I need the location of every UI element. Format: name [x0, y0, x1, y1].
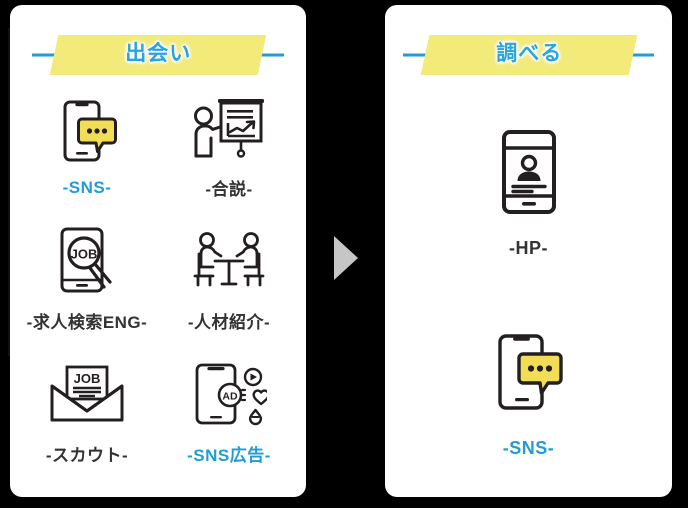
item-label: -人材紹介-: [187, 313, 271, 332]
card-header-shiraberu: 調べる: [385, 31, 672, 79]
item-label: -SNS-: [62, 177, 112, 197]
svg-text:JOB: JOB: [74, 371, 101, 386]
phone-chat-icon: [56, 94, 118, 168]
banner-title: 調べる: [495, 41, 562, 65]
item-label: -HP-: [509, 237, 548, 258]
banner-ribbon: 出会い: [49, 34, 267, 76]
item-gousetsu[interactable]: -合説-: [158, 79, 300, 212]
card-header-deai: 出会い: [10, 31, 306, 79]
item-label: -求人検索ENG-: [26, 313, 148, 332]
icon-grid-deai: -SNS-: [10, 79, 306, 478]
banner-ribbon: 調べる: [420, 34, 637, 76]
flow-arrow-right-icon: [334, 236, 358, 280]
item-label: -SNS広告-: [187, 446, 271, 465]
job-search-phone-icon: JOB: [54, 224, 120, 298]
item-kyujin-kensaku[interactable]: JOB -求人検索ENG-: [16, 212, 158, 345]
item-label: -合説-: [205, 180, 253, 199]
phone-ad-icon: AD: [191, 357, 267, 431]
item-sns[interactable]: -SNS-: [391, 291, 666, 491]
item-sns[interactable]: -SNS-: [16, 79, 158, 212]
item-sns-ad[interactable]: AD -SNS広告-: [158, 345, 300, 478]
svg-text:JOB: JOB: [71, 247, 98, 262]
item-label: -スカウト-: [45, 446, 129, 465]
interview-table-icon: [189, 224, 269, 298]
job-envelope-icon: JOB: [48, 357, 126, 431]
phone-chat-icon: [492, 324, 566, 420]
item-scout[interactable]: JOB -スカウト-: [16, 345, 158, 478]
card-shiraberu: 調べる -HP-: [385, 5, 672, 497]
phone-profile-icon: [499, 124, 559, 220]
banner-title: 出会い: [125, 41, 192, 65]
item-hp[interactable]: -HP-: [391, 91, 666, 291]
icon-grid-shiraberu: -HP- -SNS-: [385, 91, 672, 491]
card-deai: 出会い -SNS-: [10, 5, 306, 497]
presentation-chart-icon: [191, 91, 267, 165]
item-jinzai-shoukai[interactable]: -人材紹介-: [158, 212, 300, 345]
item-label: -SNS-: [502, 437, 555, 458]
svg-text:AD: AD: [222, 391, 238, 403]
